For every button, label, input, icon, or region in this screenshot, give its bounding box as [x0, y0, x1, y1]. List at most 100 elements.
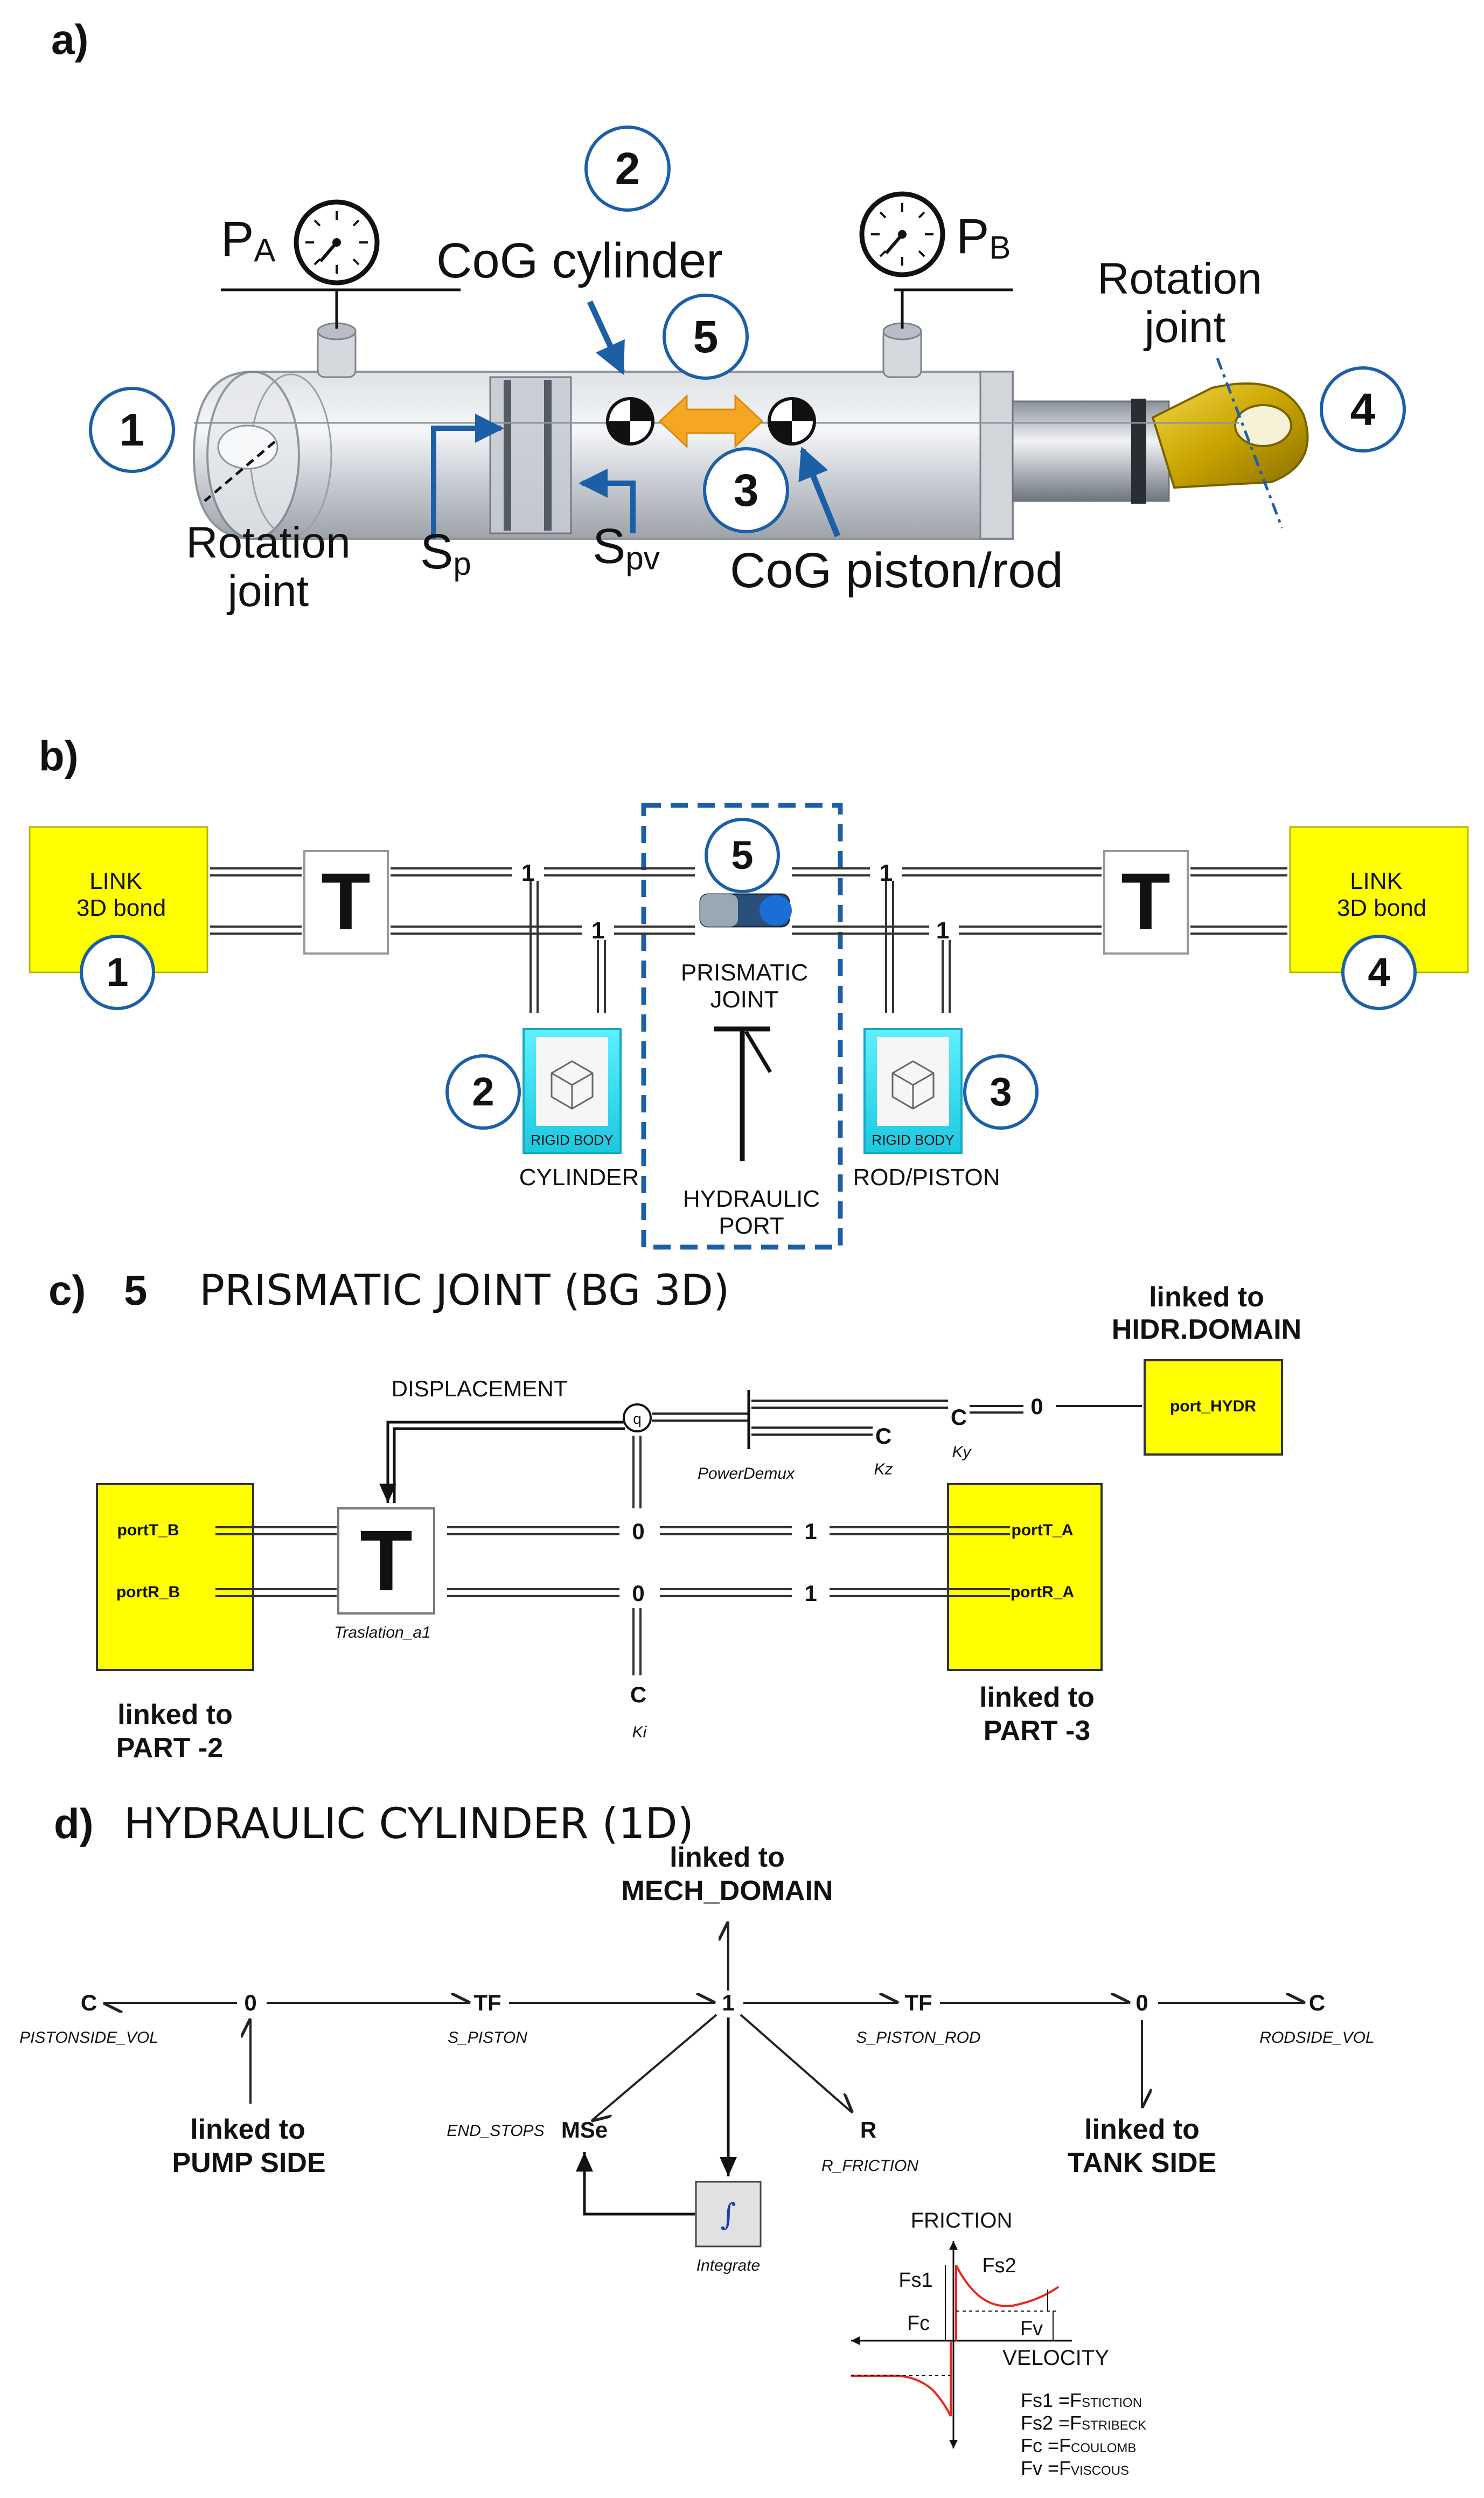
fc-label: Fc: [907, 2312, 930, 2335]
prismatic-dashed-box: [641, 803, 843, 1250]
integrate-label: Integrate: [696, 2257, 760, 2274]
cog-cylinder-label: CoG cylinder: [436, 233, 723, 288]
spv-label: Spv: [593, 519, 660, 576]
linked-part2-2: PART -2: [116, 1732, 223, 1764]
rotation-joint-right-1: Rotation: [1097, 254, 1262, 303]
s-piston: S_PISTON: [448, 2029, 527, 2047]
linked-pump-2: PUMP SIDE: [172, 2147, 325, 2179]
tf-left-d: TF: [473, 1990, 501, 2015]
panel-b-label: b): [39, 732, 79, 780]
fs1-label: Fs1: [898, 2269, 932, 2292]
s-piston-rod: S_PISTON_ROD: [856, 2029, 980, 2047]
c-right-d: C: [1309, 1990, 1325, 2015]
one-c-2: 1: [804, 1581, 817, 1606]
svg-text:1: 1: [120, 405, 145, 455]
mse: MSe: [561, 2117, 608, 2142]
panel-a-label: a): [51, 16, 88, 63]
one-b-4: 1: [936, 917, 949, 944]
pb-label: PB: [956, 209, 1011, 266]
svg-text:∫: ∫: [720, 2197, 736, 2232]
linked-mech-2: MECH_DOMAIN: [622, 1875, 833, 1906]
circle-2-b: 2: [445, 1054, 521, 1130]
svg-text:q: q: [633, 1410, 642, 1427]
cylinder-label: CYLINDER: [519, 1164, 639, 1191]
panel-d-label: d): [54, 1800, 94, 1847]
zero-left-d: 0: [244, 1990, 256, 2015]
linked-tank-2: TANK SIDE: [1068, 2147, 1216, 2179]
panel-a: a): [51, 16, 1406, 616]
panel-c-number: 5: [124, 1267, 147, 1314]
zero-c-1: 0: [632, 1519, 644, 1544]
legend-fc: Fc =FCOULOMB: [1021, 2434, 1136, 2457]
pressure-gauge-b: [859, 191, 1013, 329]
sp-label: Sp: [420, 524, 471, 582]
linked-pump-1: linked to: [190, 2114, 305, 2145]
svg-text:3: 3: [734, 465, 759, 516]
svg-text:3D bond: 3D bond: [76, 895, 166, 921]
fs2-label: Fs2: [982, 2255, 1016, 2277]
svg-text:3: 3: [990, 1069, 1012, 1114]
svg-text:RIGID BODY: RIGID BODY: [531, 1132, 613, 1148]
zero-top: 0: [1030, 1394, 1043, 1419]
circle-4-a: 4: [1320, 366, 1406, 453]
svg-text:T: T: [360, 1512, 413, 1609]
port-a-box: portT_A portR_A: [947, 1483, 1103, 1671]
circle-1-b: 1: [80, 935, 155, 1010]
svg-text:T: T: [321, 856, 371, 947]
svg-text:3D bond: 3D bond: [1337, 895, 1426, 921]
c-left-d: C: [81, 1990, 97, 2015]
svg-text:2: 2: [615, 143, 640, 194]
legend-fv: Fv =FVISCOUS: [1021, 2457, 1129, 2479]
t-block-c: T: [337, 1507, 435, 1615]
panel-c-label: c): [48, 1267, 86, 1314]
svg-text:5: 5: [693, 311, 719, 362]
svg-text:portT_B: portT_B: [117, 1521, 179, 1539]
rotation-joint-left-2: joint: [227, 567, 309, 616]
kz-label: Kz: [874, 1460, 893, 1478]
panel-d: d) HYDRAULIC CYLINDER (1D) linked to MEC…: [19, 1800, 1375, 2479]
rigid-body-cylinder: RIGID BODY: [522, 1028, 622, 1154]
c-ki: C: [630, 1682, 646, 1707]
double-arrow-orange: [658, 394, 764, 449]
one-center-d: 1: [722, 1990, 734, 2015]
port-hydr-box: port_HYDR: [1144, 1359, 1283, 1456]
svg-text:portR_B: portR_B: [116, 1583, 180, 1601]
svg-text:LINK: LINK: [1350, 868, 1403, 894]
linked-hydr-2: HIDR.DOMAIN: [1112, 1314, 1301, 1345]
ky-label: Ky: [952, 1443, 972, 1461]
panel-b: b) LINK 3D bond LINK 3D bond T T: [29, 732, 1469, 1250]
friction-legend: Fs1 =FSTICTION Fs2 =FSTRIBECK Fc =FCOULO…: [1021, 2389, 1146, 2479]
powerdemux-label: PowerDemux: [698, 1465, 795, 1483]
port-b-box: portT_B portR_B: [96, 1483, 254, 1671]
circle-3-a: 3: [703, 447, 789, 533]
panel-d-title: HYDRAULIC CYLINDER (1D): [124, 1800, 694, 1848]
svg-text:port_HYDR: port_HYDR: [1170, 1397, 1256, 1415]
svg-text:portR_A: portR_A: [1011, 1583, 1074, 1601]
t-block-left: T: [303, 850, 389, 955]
ki-label: Ki: [632, 1723, 647, 1741]
svg-text:portT_A: portT_A: [1012, 1521, 1074, 1539]
hydraulic-label-1: HYDRAULIC: [683, 1186, 820, 1212]
linked-mech-1: linked to: [670, 1842, 785, 1873]
linked-tank-1: linked to: [1084, 2114, 1200, 2145]
circle-1-a: 1: [89, 387, 175, 473]
panel-c: c) 5 PRISMATIC JOINT (BG 3D) linked to H…: [48, 1267, 1301, 1764]
bonds-panel-b: [210, 867, 1287, 1013]
pressure-gauge-a: [221, 199, 461, 329]
svg-text:LINK: LINK: [89, 868, 142, 894]
linked-hydr-1: linked to: [1149, 1282, 1264, 1313]
svg-text:4: 4: [1368, 950, 1390, 994]
t-block-right: T: [1103, 850, 1189, 955]
bonds-panel-c: [215, 1436, 1010, 1675]
friction-curve-chart: FRICTION VELOCITY Fs1 Fs2 Fc Fv: [851, 2209, 1109, 2448]
cog-piston-label: CoG piston/rod: [730, 543, 1063, 598]
one-c-1: 1: [804, 1519, 817, 1544]
one-b-2: 1: [591, 917, 604, 944]
velocity-axis-label: VELOCITY: [1002, 2346, 1109, 2370]
pa-label: PA: [221, 212, 275, 268]
panel-c-title: PRISMATIC JOINT (BG 3D): [199, 1267, 729, 1315]
translation-label: Traslation_a1: [334, 1624, 431, 1641]
linked-part3-2: PART -3: [984, 1715, 1090, 1746]
svg-text:5: 5: [731, 833, 753, 878]
r-d: R: [860, 2117, 876, 2142]
